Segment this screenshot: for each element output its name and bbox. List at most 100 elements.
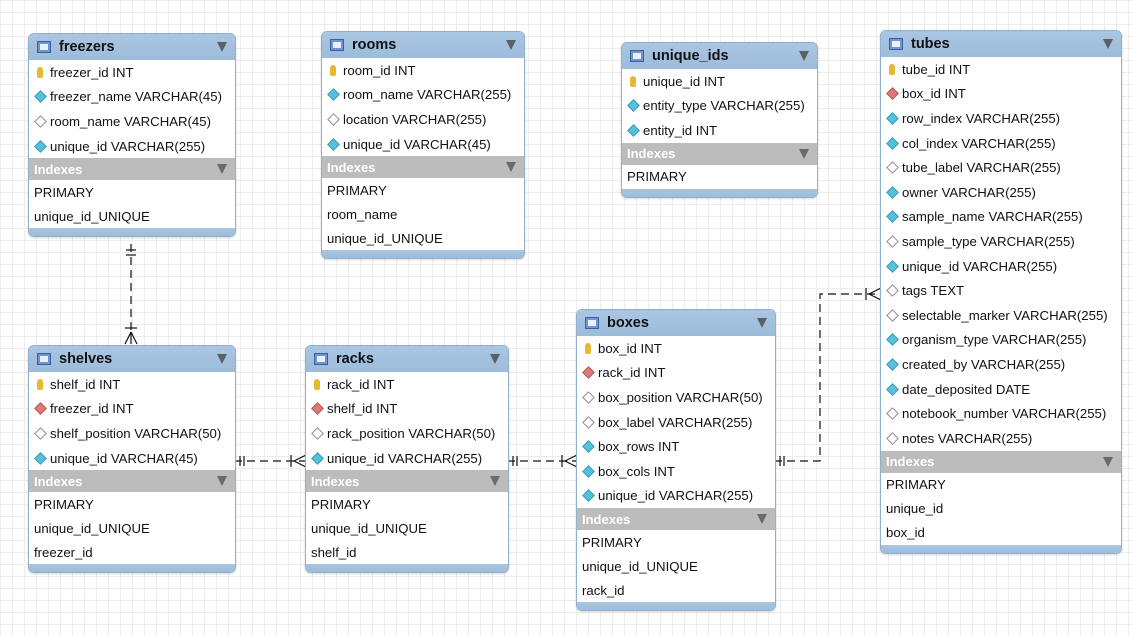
collapse-arrow-icon[interactable] bbox=[217, 476, 227, 487]
column-row[interactable]: box_cols INT bbox=[577, 459, 775, 484]
indexes-header[interactable]: Indexes bbox=[29, 158, 235, 181]
collapse-arrow-icon[interactable] bbox=[217, 354, 227, 364]
column-row[interactable]: entity_id INT bbox=[622, 118, 817, 143]
column-row[interactable]: box_label VARCHAR(255) bbox=[577, 410, 775, 435]
column-row[interactable]: unique_id INT bbox=[622, 69, 817, 94]
column-row[interactable]: freezer_id INT bbox=[29, 60, 235, 85]
collapse-arrow-icon[interactable] bbox=[217, 164, 227, 175]
column-row[interactable]: box_rows INT bbox=[577, 434, 775, 459]
column-row[interactable]: shelf_position VARCHAR(50) bbox=[29, 421, 235, 446]
column-row[interactable]: box_id INT bbox=[577, 336, 775, 361]
index-row[interactable]: freezer_id bbox=[34, 544, 93, 560]
index-row[interactable]: box_id bbox=[886, 525, 925, 540]
collapse-arrow-icon[interactable] bbox=[490, 476, 500, 487]
collapse-arrow-icon[interactable] bbox=[1103, 456, 1113, 467]
table-header[interactable]: boxes bbox=[577, 310, 775, 336]
table-header[interactable]: rooms bbox=[322, 32, 524, 58]
column-row[interactable]: unique_id VARCHAR(255) bbox=[577, 484, 775, 509]
index-row[interactable]: room_name bbox=[327, 206, 398, 222]
index-row[interactable]: PRIMARY bbox=[582, 534, 642, 550]
column-row[interactable]: sample_type VARCHAR(255) bbox=[881, 229, 1121, 254]
collapse-arrow-icon[interactable] bbox=[757, 318, 767, 328]
column-row[interactable]: rack_id INT bbox=[306, 372, 508, 397]
column-row[interactable]: room_id INT bbox=[322, 58, 524, 83]
table-header[interactable]: unique_ids bbox=[622, 43, 817, 69]
index-row[interactable]: shelf_id bbox=[311, 544, 357, 560]
column-row[interactable]: tags TEXT bbox=[881, 278, 1121, 303]
column-row[interactable]: created_by VARCHAR(255) bbox=[881, 352, 1121, 377]
relationship-shelves-racks[interactable] bbox=[234, 454, 307, 468]
relationship-freezers-shelves[interactable] bbox=[124, 244, 138, 345]
collapse-arrow-icon[interactable] bbox=[490, 354, 500, 364]
index-row[interactable]: unique_id_UNIQUE bbox=[311, 520, 427, 536]
column-row[interactable]: unique_id VARCHAR(255) bbox=[29, 134, 235, 159]
column-row[interactable]: notes VARCHAR(255) bbox=[881, 426, 1121, 451]
column-row[interactable]: unique_id VARCHAR(45) bbox=[29, 446, 235, 471]
collapse-arrow-icon[interactable] bbox=[506, 40, 516, 50]
column-row[interactable]: date_deposited DATE bbox=[881, 377, 1121, 402]
column-row[interactable]: selectable_marker VARCHAR(255) bbox=[881, 303, 1121, 328]
collapse-arrow-icon[interactable] bbox=[1103, 39, 1113, 49]
index-row[interactable]: unique_id_UNIQUE bbox=[34, 208, 150, 224]
column-row[interactable]: shelf_id INT bbox=[29, 372, 235, 397]
indexes-label: Indexes bbox=[886, 454, 935, 469]
column-row[interactable]: box_id INT bbox=[881, 82, 1121, 107]
column-row[interactable]: organism_type VARCHAR(255) bbox=[881, 328, 1121, 353]
collapse-arrow-icon[interactable] bbox=[757, 514, 767, 525]
column-row[interactable]: rack_position VARCHAR(50) bbox=[306, 421, 508, 446]
index-row[interactable]: PRIMARY bbox=[311, 496, 371, 512]
column-row[interactable]: box_position VARCHAR(50) bbox=[577, 385, 775, 410]
relationship-boxes-tubes[interactable] bbox=[774, 287, 882, 466]
collapse-arrow-icon[interactable] bbox=[217, 42, 227, 52]
column-row[interactable]: unique_id VARCHAR(255) bbox=[306, 446, 508, 471]
index-row[interactable]: unique_id_UNIQUE bbox=[34, 520, 150, 536]
column-row[interactable]: owner VARCHAR(255) bbox=[881, 180, 1121, 205]
indexes-header[interactable]: Indexes bbox=[881, 450, 1121, 473]
index-row[interactable]: unique_id_UNIQUE bbox=[327, 230, 443, 246]
column-row[interactable]: tube_label VARCHAR(255) bbox=[881, 155, 1121, 180]
index-row[interactable]: rack_id bbox=[582, 582, 625, 598]
column-row[interactable]: unique_id VARCHAR(255) bbox=[881, 254, 1121, 279]
collapse-arrow-icon[interactable] bbox=[799, 51, 809, 61]
table-header[interactable]: shelves bbox=[29, 346, 235, 372]
index-row[interactable]: PRIMARY bbox=[34, 184, 94, 200]
table-header[interactable]: tubes bbox=[881, 31, 1121, 57]
column-row[interactable]: col_index VARCHAR(255) bbox=[881, 131, 1121, 156]
index-row[interactable]: unique_id bbox=[886, 501, 944, 516]
indexes-header[interactable]: Indexes bbox=[577, 508, 775, 531]
indexes-header[interactable]: Indexes bbox=[322, 156, 524, 179]
indexes-header[interactable]: Indexes bbox=[306, 470, 508, 493]
table-header[interactable]: racks bbox=[306, 346, 508, 372]
indexes-header[interactable]: Indexes bbox=[29, 470, 235, 493]
column-row[interactable]: sample_name VARCHAR(255) bbox=[881, 205, 1121, 230]
column-row[interactable]: room_name VARCHAR(45) bbox=[29, 109, 235, 134]
column-row[interactable]: unique_id VARCHAR(45) bbox=[322, 132, 524, 157]
column-row[interactable]: room_name VARCHAR(255) bbox=[322, 83, 524, 108]
collapse-arrow-icon[interactable] bbox=[506, 162, 516, 173]
index-row[interactable]: PRIMARY bbox=[327, 182, 387, 198]
index-row[interactable]: PRIMARY bbox=[34, 496, 94, 512]
column-row[interactable]: shelf_id INT bbox=[306, 397, 508, 422]
column-row[interactable]: notebook_number VARCHAR(255) bbox=[881, 401, 1121, 426]
indexes-header[interactable]: Indexes bbox=[622, 142, 817, 165]
column-row[interactable]: entity_type VARCHAR(255) bbox=[622, 94, 817, 119]
column-row[interactable]: freezer_id INT bbox=[29, 397, 235, 422]
table-header[interactable]: freezers bbox=[29, 34, 235, 60]
column-row[interactable]: tube_id INT bbox=[881, 57, 1121, 82]
index-row[interactable]: PRIMARY bbox=[627, 169, 687, 185]
column-row[interactable]: freezer_name VARCHAR(45) bbox=[29, 85, 235, 110]
column-row[interactable]: rack_id INT bbox=[577, 361, 775, 386]
column-row[interactable]: row_index VARCHAR(255) bbox=[881, 106, 1121, 131]
collapse-arrow-icon[interactable] bbox=[799, 148, 809, 159]
relationship-racks-boxes[interactable] bbox=[507, 454, 578, 468]
column-row[interactable]: location VARCHAR(255) bbox=[322, 107, 524, 132]
index-row[interactable]: unique_id_UNIQUE bbox=[582, 558, 698, 574]
index-row[interactable]: PRIMARY bbox=[886, 477, 946, 492]
